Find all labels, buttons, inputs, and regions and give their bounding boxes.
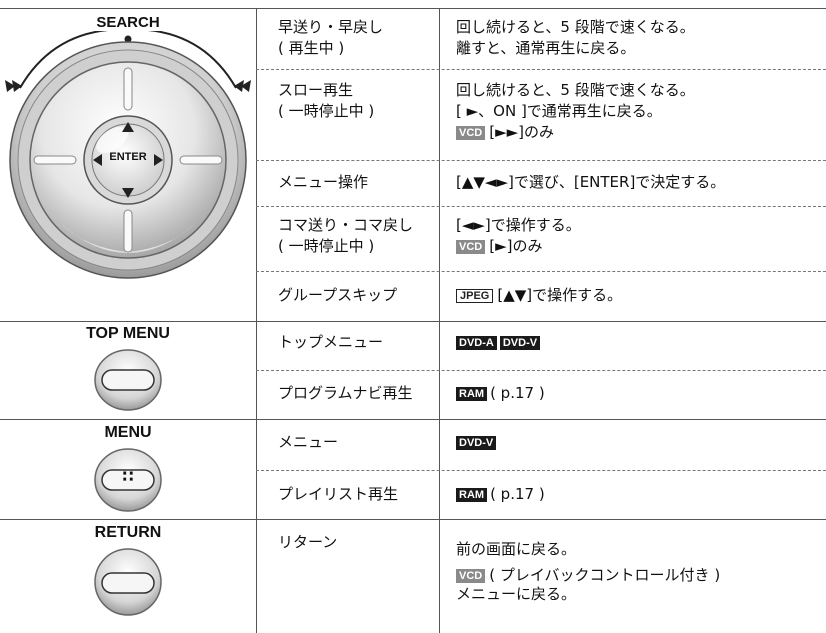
row-separator bbox=[256, 206, 826, 207]
search-label: SEARCH bbox=[90, 14, 166, 31]
func-return: リターン bbox=[278, 533, 338, 551]
column-divider-2 bbox=[439, 8, 440, 633]
table-top-border bbox=[0, 8, 826, 9]
desc-fast-forward: 回し続けると、5 段階で速くなる。離すと、通常再生に戻る。 bbox=[456, 18, 695, 57]
menu-button[interactable] bbox=[93, 447, 163, 513]
return-label: RETURN bbox=[94, 524, 162, 541]
top-menu-button[interactable] bbox=[93, 348, 163, 412]
func-fast-forward: 早送り・早戻し( 再生中 ) bbox=[278, 18, 384, 57]
row-separator bbox=[256, 69, 826, 70]
desc-playlist: RAM( p.17 ) bbox=[456, 484, 545, 505]
search-dial-illustration bbox=[5, 29, 251, 279]
desc-return: 前の画面に戻る。 VCD( プレイバックコントロール付き ) メニューに戻る。 bbox=[456, 540, 721, 603]
desc-menu: DVD-V bbox=[456, 432, 499, 453]
func-frame-advance: コマ送り・コマ戻し( 一時停止中 ) bbox=[278, 216, 414, 255]
row-separator bbox=[256, 271, 826, 272]
vcd-badge: VCD bbox=[456, 126, 486, 140]
row-separator bbox=[256, 370, 826, 371]
func-menu: メニュー bbox=[278, 433, 339, 451]
ram-badge: RAM bbox=[456, 387, 488, 401]
menu-label: MENU bbox=[104, 424, 152, 441]
vcd-badge: VCD bbox=[456, 569, 486, 583]
func-program-navi: プログラムナビ再生 bbox=[278, 384, 413, 402]
desc-menu-operation: [▲▼◄►]で選び、[ENTER]で決定する。 bbox=[456, 173, 726, 191]
dvd-a-badge: DVD-A bbox=[456, 336, 497, 350]
func-menu-operation: メニュー操作 bbox=[278, 173, 369, 191]
top-menu-label: TOP MENU bbox=[86, 325, 170, 342]
dvd-v-badge: DVD-V bbox=[499, 336, 541, 350]
func-group-skip: グループスキップ bbox=[278, 286, 398, 304]
section-divider-return bbox=[0, 519, 826, 520]
vcd-badge: VCD bbox=[456, 240, 486, 254]
section-divider-top-menu bbox=[0, 321, 826, 322]
menu-button-glyph: ∷ bbox=[122, 467, 134, 486]
column-divider-1 bbox=[256, 8, 257, 633]
row-separator bbox=[256, 470, 826, 471]
desc-group-skip: JPEG[▲▼]で操作する。 bbox=[456, 285, 622, 306]
desc-program-navi: RAM( p.17 ) bbox=[456, 383, 545, 404]
func-top-menu: トップメニュー bbox=[278, 333, 384, 351]
desc-slow-play: 回し続けると、5 段階で速くなる。[ ►、ON ]で通常再生に戻る。 VCD[►… bbox=[456, 81, 695, 141]
func-playlist: プレイリスト再生 bbox=[278, 485, 399, 503]
enter-label: ENTER bbox=[109, 151, 147, 163]
row-separator bbox=[256, 160, 826, 161]
func-slow-play: スロー再生( 一時停止中 ) bbox=[278, 81, 375, 120]
desc-frame-advance: [◄►]で操作する。 VCD[►]のみ bbox=[456, 216, 581, 255]
return-button[interactable] bbox=[93, 547, 163, 617]
section-divider-menu bbox=[0, 419, 826, 420]
dvd-v-badge: DVD-V bbox=[456, 436, 497, 450]
ram-badge: RAM bbox=[456, 488, 488, 502]
jpeg-badge: JPEG bbox=[456, 289, 494, 303]
